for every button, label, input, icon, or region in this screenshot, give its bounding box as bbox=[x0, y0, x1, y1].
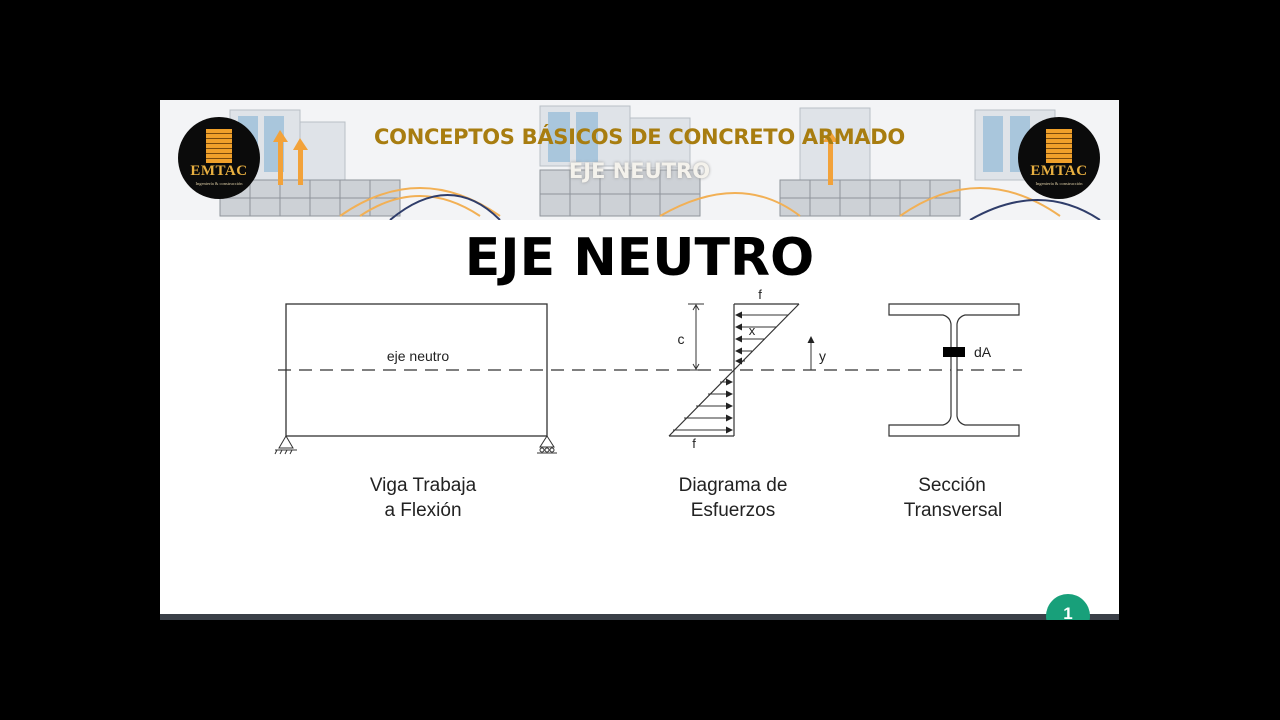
header-banner: EMTAC Ingeniería & construcción EMTAC In… bbox=[160, 100, 1119, 220]
y-label: y bbox=[819, 348, 826, 364]
neutral-axis-diagram: eje neutro Viga Trabaja a Flexión f f x bbox=[274, 287, 1022, 521]
beam-caption-line2: a Flexión bbox=[384, 500, 461, 521]
stress-distribution bbox=[668, 303, 800, 437]
i-beam-section bbox=[888, 303, 1020, 437]
slide-bottom-bar bbox=[160, 614, 1119, 620]
c-label: c bbox=[678, 331, 685, 347]
pin-support bbox=[274, 435, 297, 455]
stress-arrows bbox=[673, 311, 788, 434]
logo-name: EMTAC bbox=[1030, 163, 1088, 179]
beam-caption-line1: Viga Trabaja bbox=[370, 475, 477, 496]
logo-name: EMTAC bbox=[190, 163, 248, 179]
stress-caption-line2: Esfuerzos bbox=[691, 500, 775, 521]
stress-top-label: f bbox=[758, 287, 762, 302]
neutral-axis-label: eje neutro bbox=[387, 348, 449, 364]
page-title: EJE NEUTRO bbox=[464, 228, 815, 288]
beam bbox=[285, 303, 548, 437]
banner-title: CONCEPTOS BÁSICOS DE CONCRETO ARMADO bbox=[374, 125, 905, 149]
banner-subtitle: EJE NEUTRO bbox=[568, 159, 711, 183]
emtac-logo-right: EMTAC Ingeniería & construcción bbox=[1018, 117, 1100, 199]
c-dimension bbox=[688, 303, 704, 371]
logo-tagline: Ingeniería & construcción bbox=[1035, 181, 1083, 186]
logo-tagline: Ingeniería & construcción bbox=[195, 181, 243, 186]
building-icon bbox=[1046, 129, 1072, 163]
emtac-logo-left: EMTAC Ingeniería & construcción bbox=[178, 117, 260, 199]
roller-support bbox=[537, 435, 557, 454]
stress-x-label: x bbox=[749, 323, 756, 338]
slide: EMTAC Ingeniería & construcción EMTAC In… bbox=[160, 100, 1119, 620]
dA-element bbox=[943, 347, 965, 357]
dA-label: dA bbox=[974, 344, 992, 360]
section-caption-line1: Sección bbox=[918, 475, 986, 496]
stress-bottom-label: f bbox=[692, 436, 696, 451]
stress-caption-line1: Diagrama de bbox=[679, 475, 788, 496]
building-icon bbox=[206, 129, 232, 163]
section-caption-line2: Transversal bbox=[904, 500, 1003, 521]
